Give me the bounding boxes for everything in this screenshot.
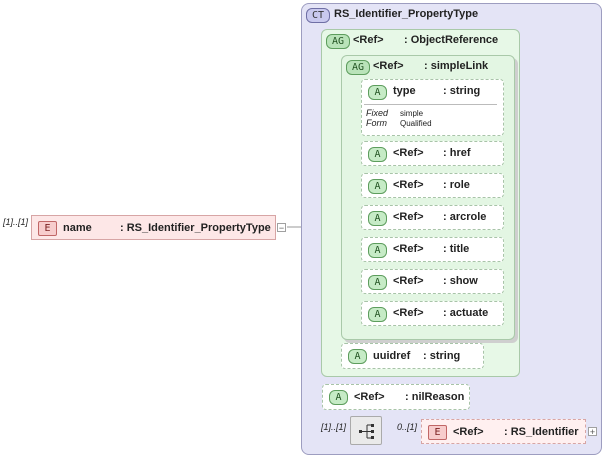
- object-reference-ref: <Ref>: [353, 34, 384, 46]
- fixed-value: simple: [400, 109, 424, 118]
- root-element-type: : RS_Identifier_PropertyType: [120, 222, 271, 234]
- root-element-box[interactable]: E name : RS_Identifier_PropertyType: [31, 215, 276, 240]
- simple-link-type: : simpleLink: [424, 60, 489, 72]
- rs-identifier-type: : RS_Identifier: [504, 426, 579, 438]
- attribute-show[interactable]: A <Ref> : show: [361, 269, 504, 294]
- attribute-icon: A: [368, 179, 387, 194]
- attribute-title[interactable]: A <Ref> : title: [361, 237, 504, 262]
- simple-link-ref: <Ref>: [373, 60, 404, 72]
- element-icon: E: [428, 425, 447, 440]
- collapse-icon[interactable]: −: [277, 223, 286, 233]
- attribute-icon: A: [368, 85, 387, 100]
- type-attribute[interactable]: A type : string Fixed simple Form Qualif…: [361, 79, 504, 136]
- attribute-icon: A: [368, 275, 387, 290]
- attribute-type: : title: [443, 243, 470, 255]
- attribute-type: : show: [443, 275, 478, 287]
- sequence-icon: [359, 424, 374, 439]
- attribute-icon: A: [368, 243, 387, 258]
- nil-reason-ref: <Ref>: [354, 391, 385, 403]
- attribute-arcrole[interactable]: A <Ref> : arcrole: [361, 205, 504, 230]
- nil-reason-type: : nilReason: [405, 391, 465, 403]
- attribute-icon: A: [368, 307, 387, 322]
- type-attribute-name: type: [393, 85, 416, 97]
- root-element-name: name: [63, 222, 92, 234]
- fixed-label: Fixed: [366, 108, 389, 118]
- attribute-icon: A: [368, 211, 387, 226]
- attribute-ref: <Ref>: [393, 147, 424, 159]
- rs-identifier-element[interactable]: E <Ref> : RS_Identifier: [421, 419, 586, 444]
- divider: [364, 104, 497, 105]
- attribute-icon: A: [329, 390, 348, 405]
- expand-icon[interactable]: +: [588, 427, 597, 437]
- uuidref-attribute[interactable]: A uuidref : string: [341, 343, 484, 369]
- uuidref-type: : string: [423, 350, 461, 362]
- uuidref-name: uuidref: [373, 350, 411, 362]
- element-icon: E: [38, 221, 57, 236]
- attribute-icon: A: [348, 349, 367, 364]
- attribute-icon: A: [368, 147, 387, 162]
- attribute-ref: <Ref>: [393, 307, 424, 319]
- attribute-type: : href: [443, 147, 471, 159]
- attribute-type: : arcrole: [443, 211, 487, 223]
- nil-reason-attribute[interactable]: A <Ref> : nilReason: [322, 384, 470, 410]
- attribute-group-icon: AG: [326, 34, 350, 49]
- attribute-group-icon: AG: [346, 60, 370, 75]
- rs-identifier-occurrence: 0..[1]: [397, 422, 418, 432]
- attribute-type: : actuate: [443, 307, 489, 319]
- attribute-href[interactable]: A <Ref> : href: [361, 141, 504, 166]
- attribute-actuate[interactable]: A <Ref> : actuate: [361, 301, 504, 326]
- sequence-occurrence: [1]..[1]: [321, 422, 347, 432]
- object-reference-type: : ObjectReference: [404, 34, 499, 46]
- complex-type-title: RS_Identifier_PropertyType: [334, 8, 479, 20]
- form-label: Form: [366, 118, 387, 128]
- sequence-compositor[interactable]: [350, 416, 382, 445]
- form-value: Qualified: [400, 119, 432, 128]
- attribute-ref: <Ref>: [393, 243, 424, 255]
- attribute-role[interactable]: A <Ref> : role: [361, 173, 504, 198]
- attribute-ref: <Ref>: [393, 179, 424, 191]
- root-occurrence: [1]..[1]: [3, 217, 29, 227]
- attribute-ref: <Ref>: [393, 211, 424, 223]
- type-attribute-type: : string: [443, 85, 481, 97]
- complex-type-icon: CT: [306, 8, 330, 23]
- attribute-ref: <Ref>: [393, 275, 424, 287]
- rs-identifier-ref: <Ref>: [453, 426, 484, 438]
- attribute-type: : role: [443, 179, 470, 191]
